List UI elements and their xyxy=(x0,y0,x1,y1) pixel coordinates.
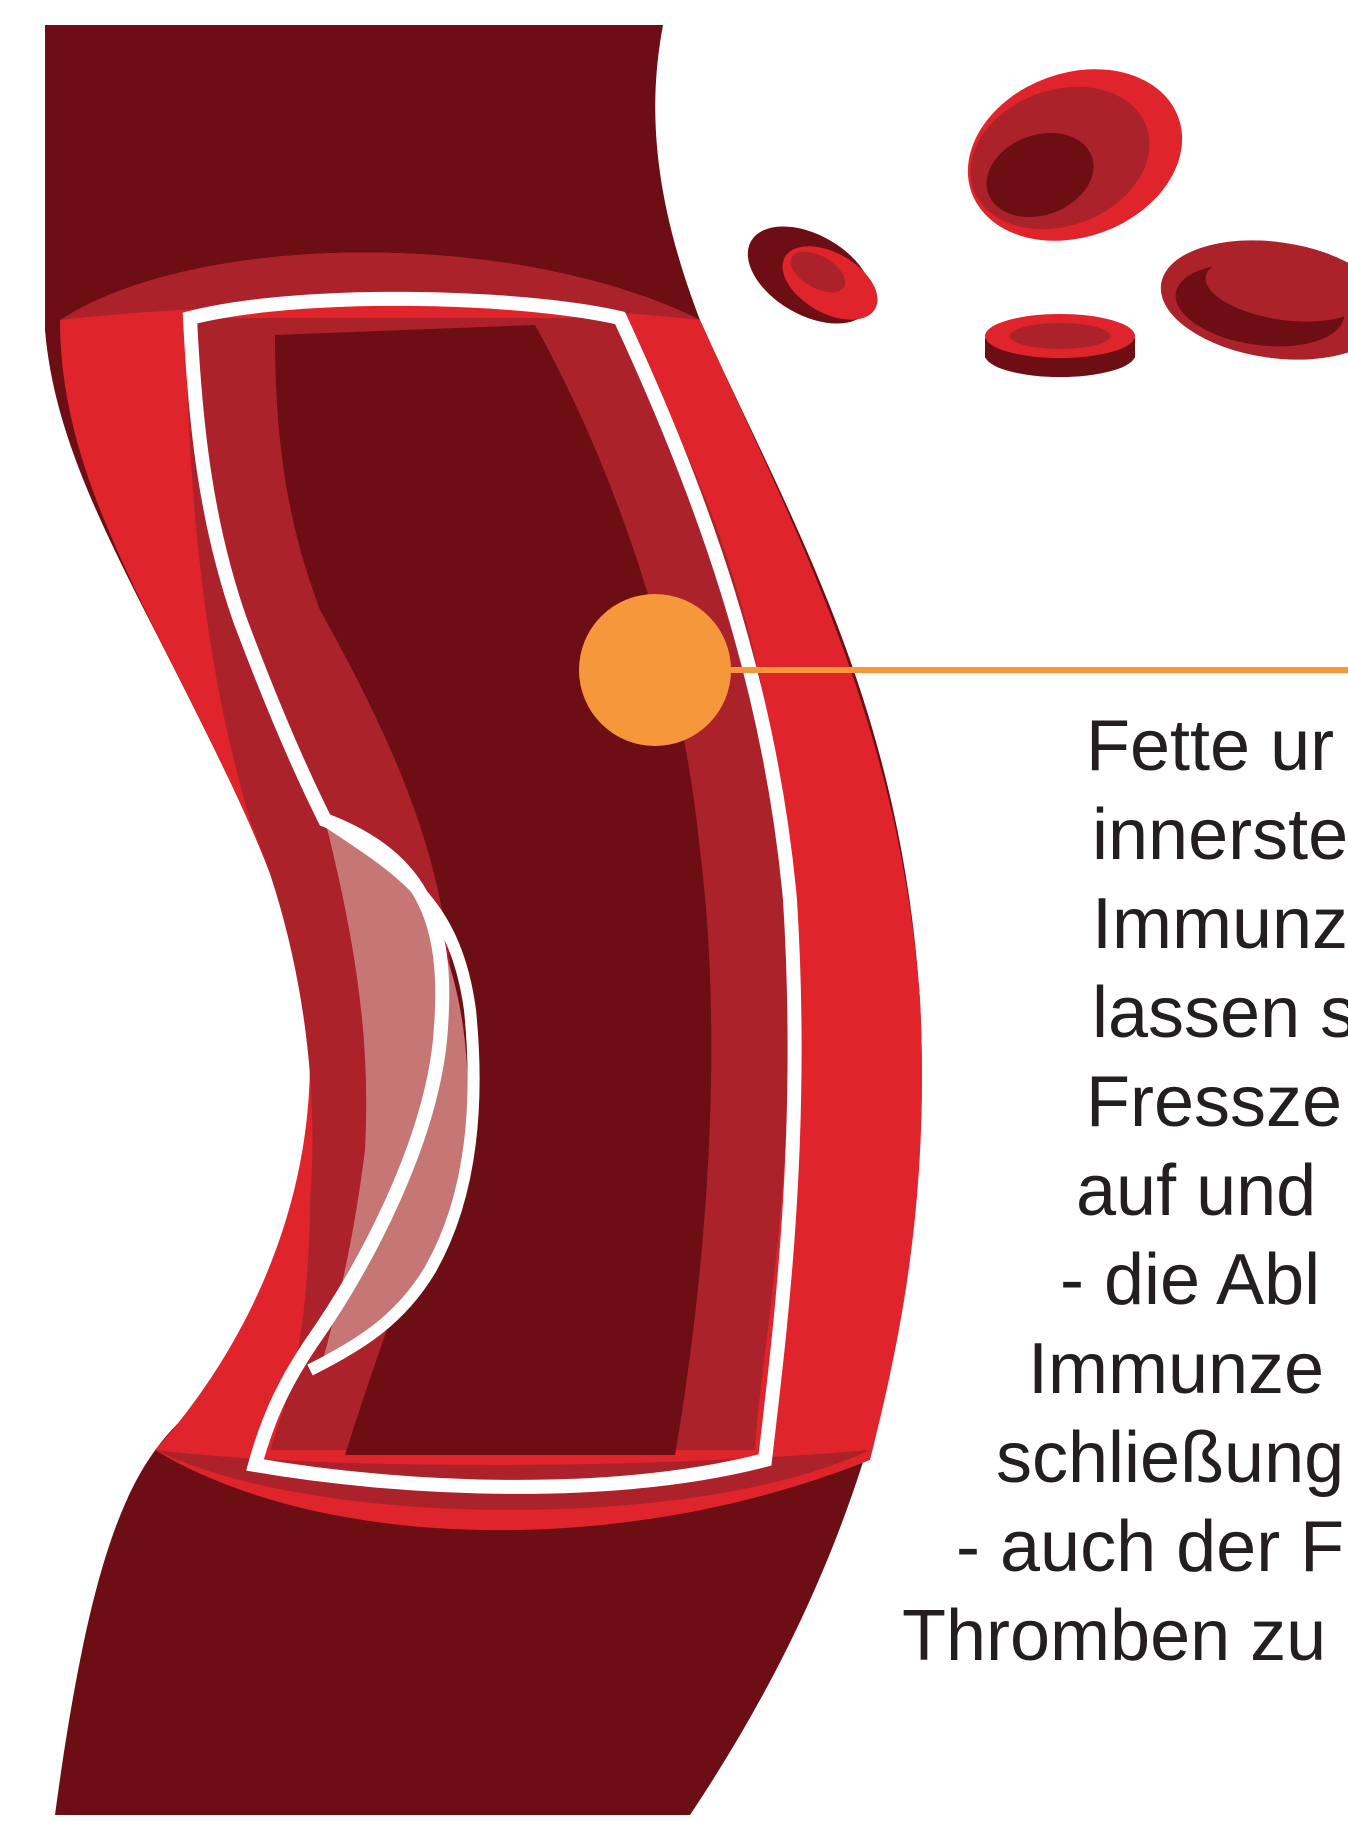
callout-marker-icon xyxy=(579,594,731,746)
red-blood-cell-icon xyxy=(985,314,1135,377)
red-blood-cell-icon xyxy=(731,206,890,343)
red-blood-cell-icon xyxy=(1153,227,1348,374)
red-blood-cell-icon xyxy=(944,40,1207,269)
